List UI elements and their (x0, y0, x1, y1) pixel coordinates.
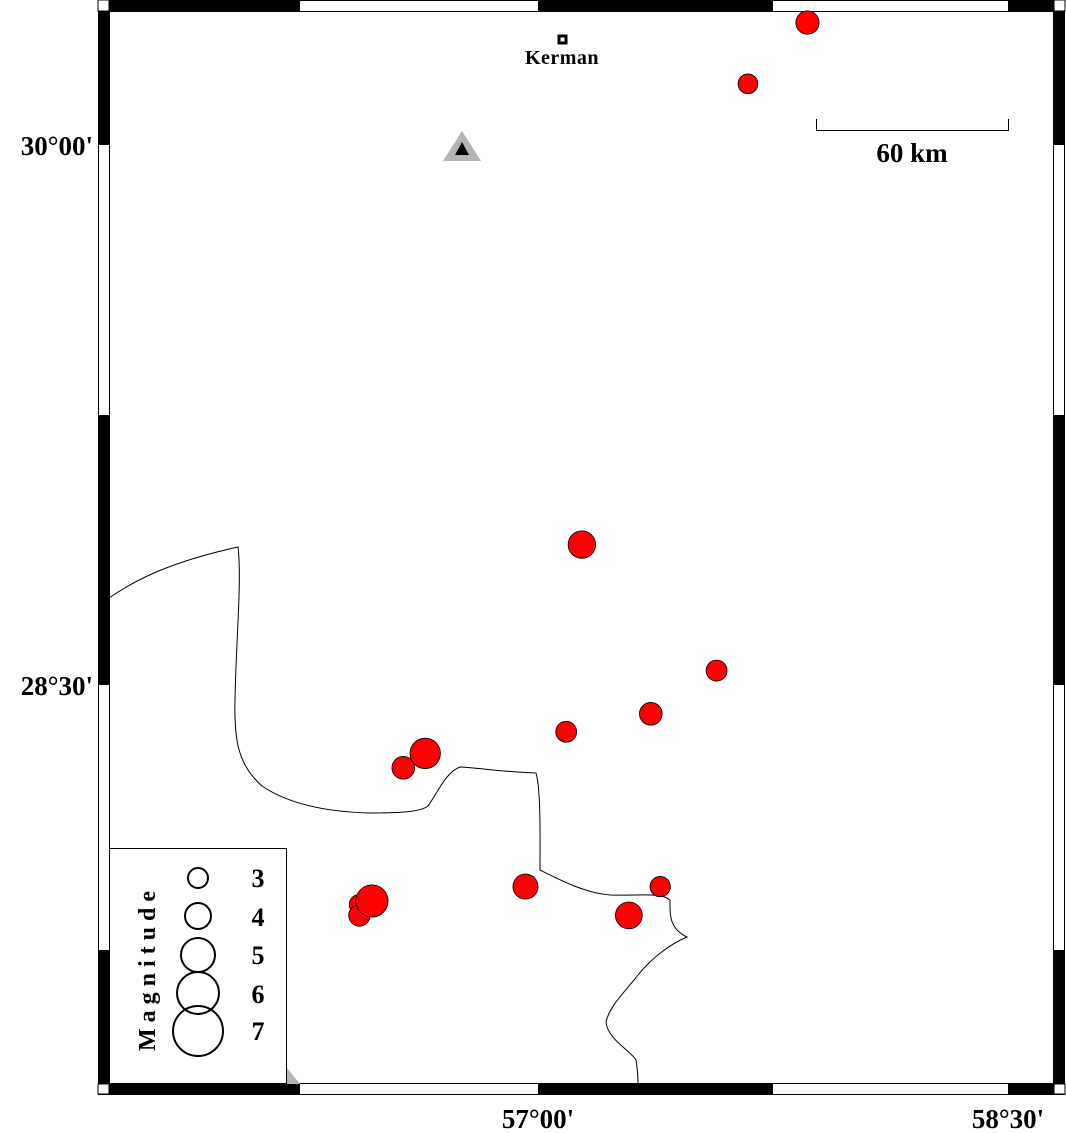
legend-circle-4 (184, 902, 212, 930)
magnitude-legend: Magnitude 3 4 5 6 7 (109, 848, 287, 1084)
seismic-station-icon (443, 131, 481, 161)
earthquake-marker (649, 876, 671, 898)
earthquake-marker (512, 873, 539, 900)
legend-circle-3 (187, 867, 209, 889)
earthquake-marker (639, 702, 663, 726)
earthquake-marker (705, 659, 728, 682)
legend-label-3: 3 (252, 864, 265, 893)
city-label: Kerman (525, 47, 599, 69)
legend-title: Magnitude (135, 885, 161, 1051)
earthquake-marker (409, 737, 441, 770)
city-marker-kerman: Kerman (525, 34, 599, 69)
lon-label-57-00: 57°00' (502, 1104, 574, 1133)
earthquake-marker (615, 901, 643, 930)
lat-label-30-00: 30°00' (21, 131, 93, 161)
earthquake-marker (391, 756, 416, 780)
earthquake-marker (795, 10, 820, 35)
lat-label-28-30: 28°30' (21, 671, 93, 701)
legend-label-4: 4 (252, 903, 265, 932)
earthquake-marker (355, 884, 389, 918)
earthquake-layer (348, 10, 820, 930)
legend-label-5: 5 (252, 941, 265, 970)
legend-circle-7 (172, 1005, 224, 1057)
earthquake-marker (737, 73, 759, 95)
legend-label-6: 6 (252, 980, 265, 1009)
earthquake-marker (567, 530, 596, 559)
coastline (108, 546, 689, 1085)
scale-bar: 60 km (816, 119, 1009, 168)
lon-label-58-30: 58°30' (972, 1104, 1044, 1133)
earthquake-marker (555, 720, 578, 743)
legend-circle-6 (176, 971, 220, 1015)
legend-label-7: 7 (252, 1017, 265, 1046)
scale-bar-label: 60 km (876, 138, 948, 168)
